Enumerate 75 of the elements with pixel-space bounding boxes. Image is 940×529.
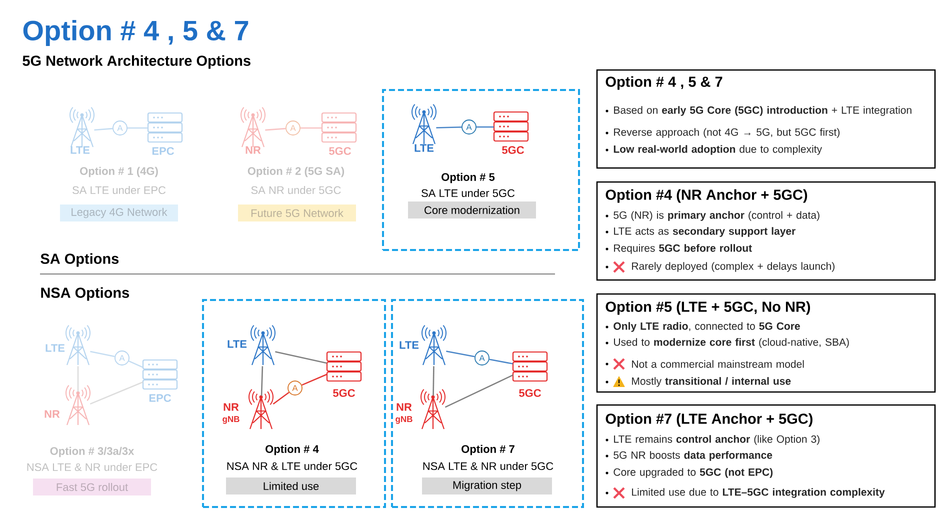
tower-label: NR <box>396 403 412 411</box>
connector-line <box>302 374 328 386</box>
bullet-text: Not a commercial mainstream model <box>632 360 804 368</box>
connector-line <box>275 351 327 364</box>
tower-label: LTE <box>400 341 419 349</box>
bullet-text: LTE remains control anchor (like Option 3) <box>614 435 820 445</box>
connector-line <box>90 350 115 358</box>
bullet-text: Used to modernize core first (cloud-native, SBA) <box>614 338 849 348</box>
connector-line <box>127 127 148 129</box>
option-caption: Option # 1 (4G) <box>80 166 158 178</box>
connector-line <box>432 366 434 396</box>
connector-line <box>90 382 144 405</box>
tower-label: gNB <box>222 416 240 424</box>
status-tag: Legacy 4G Network <box>60 204 178 222</box>
bullet-text: LTE acts as secondary support layer <box>614 227 796 237</box>
connector-line <box>444 374 514 408</box>
option-caption: Option # 7 <box>462 444 514 456</box>
connector-line <box>300 127 322 129</box>
option-caption: Option # 4 <box>266 444 319 456</box>
section-heading: SA Options <box>40 253 119 267</box>
bullet-text: Limited use due to LTE–5GC integration complexity <box>632 488 885 498</box>
bullet-text: 5G NR boosts data performance <box>614 451 772 461</box>
connector-line <box>446 350 475 358</box>
connector-line <box>128 360 144 368</box>
bullet-text: 5G (NR) is primary anchor (control + data) <box>614 211 820 221</box>
connector-line <box>489 358 513 364</box>
connector-line <box>436 126 462 128</box>
server-label: 5GC <box>329 147 351 155</box>
section-heading: NSA Options <box>41 287 130 301</box>
bullet-text: Reverse approach (not 4G → 5G, but 5GC first) <box>614 128 840 138</box>
bullet-text: Mostly transitional / internal use <box>632 377 791 387</box>
connector-line <box>94 128 113 131</box>
server-label: 5GC <box>333 389 355 397</box>
connector-line <box>77 366 79 392</box>
panel-heading: Option #7 (LTE Anchor + 5GC) <box>606 413 812 427</box>
connector-line <box>272 392 290 405</box>
status-tag: Core modernization <box>408 202 536 218</box>
connector-line <box>476 126 494 128</box>
tower-label: NR <box>224 403 239 411</box>
option-caption: SA NR under 5GC <box>251 186 341 194</box>
tower-label: NR <box>44 410 60 418</box>
connector-line <box>260 366 264 396</box>
status-tag: Future 5G Network <box>238 204 356 222</box>
bullet-text: Based on early 5G Core (5GC) introduction + LTE integration <box>614 106 912 116</box>
option-caption: Option # 2 (5G SA) <box>248 166 344 178</box>
tower-label: gNB <box>396 416 412 424</box>
server-label: 5GC <box>519 389 541 397</box>
panel-heading: Option #5 (LTE + 5GC, No NR) <box>606 301 810 315</box>
option-caption: Option # 3/3a/3x <box>50 446 134 458</box>
option-caption: NSA LTE & NR under 5GC <box>423 462 554 470</box>
server-label: 5GC <box>502 146 524 154</box>
option-caption: SA LTE under EPC <box>72 186 166 194</box>
connector-line <box>265 128 286 131</box>
panel-heading: Option # 4 , 5 & 7 <box>606 76 722 90</box>
server-label: EPC <box>149 394 171 402</box>
option-caption: Option # 5 <box>442 172 495 184</box>
bullet-text: Low real-world adoption due to complexity <box>614 145 822 155</box>
bullet-text: Requires 5GC before rollout <box>614 244 752 254</box>
tower-label: LTE <box>70 146 90 154</box>
bullet-text: Only LTE radio, connected to 5G Core <box>614 322 800 332</box>
option-caption: NSA NR & LTE under 5GC <box>227 462 358 470</box>
status-tag: Limited use <box>226 478 356 494</box>
server-label: EPC <box>152 147 174 155</box>
tower-label: LTE <box>414 144 434 152</box>
tower-label: LTE <box>228 340 247 348</box>
bullet-text: Core upgraded to 5GC (not EPC) <box>614 468 773 478</box>
tower-label: LTE <box>46 344 65 352</box>
status-tag: Migration step <box>422 478 552 494</box>
title: Option # 4 , 5 & 7 <box>23 20 248 46</box>
subtitle: 5G Network Architecture Options <box>22 55 250 69</box>
tower-label: NR <box>246 146 261 154</box>
option-caption: SA LTE under 5GC <box>422 188 515 198</box>
panel-heading: Option #4 (NR Anchor + 5GC) <box>606 189 808 203</box>
status-tag: Fast 5G rollout <box>33 478 151 496</box>
bullet-text: Rarely deployed (complex + delays launch) <box>632 262 834 272</box>
